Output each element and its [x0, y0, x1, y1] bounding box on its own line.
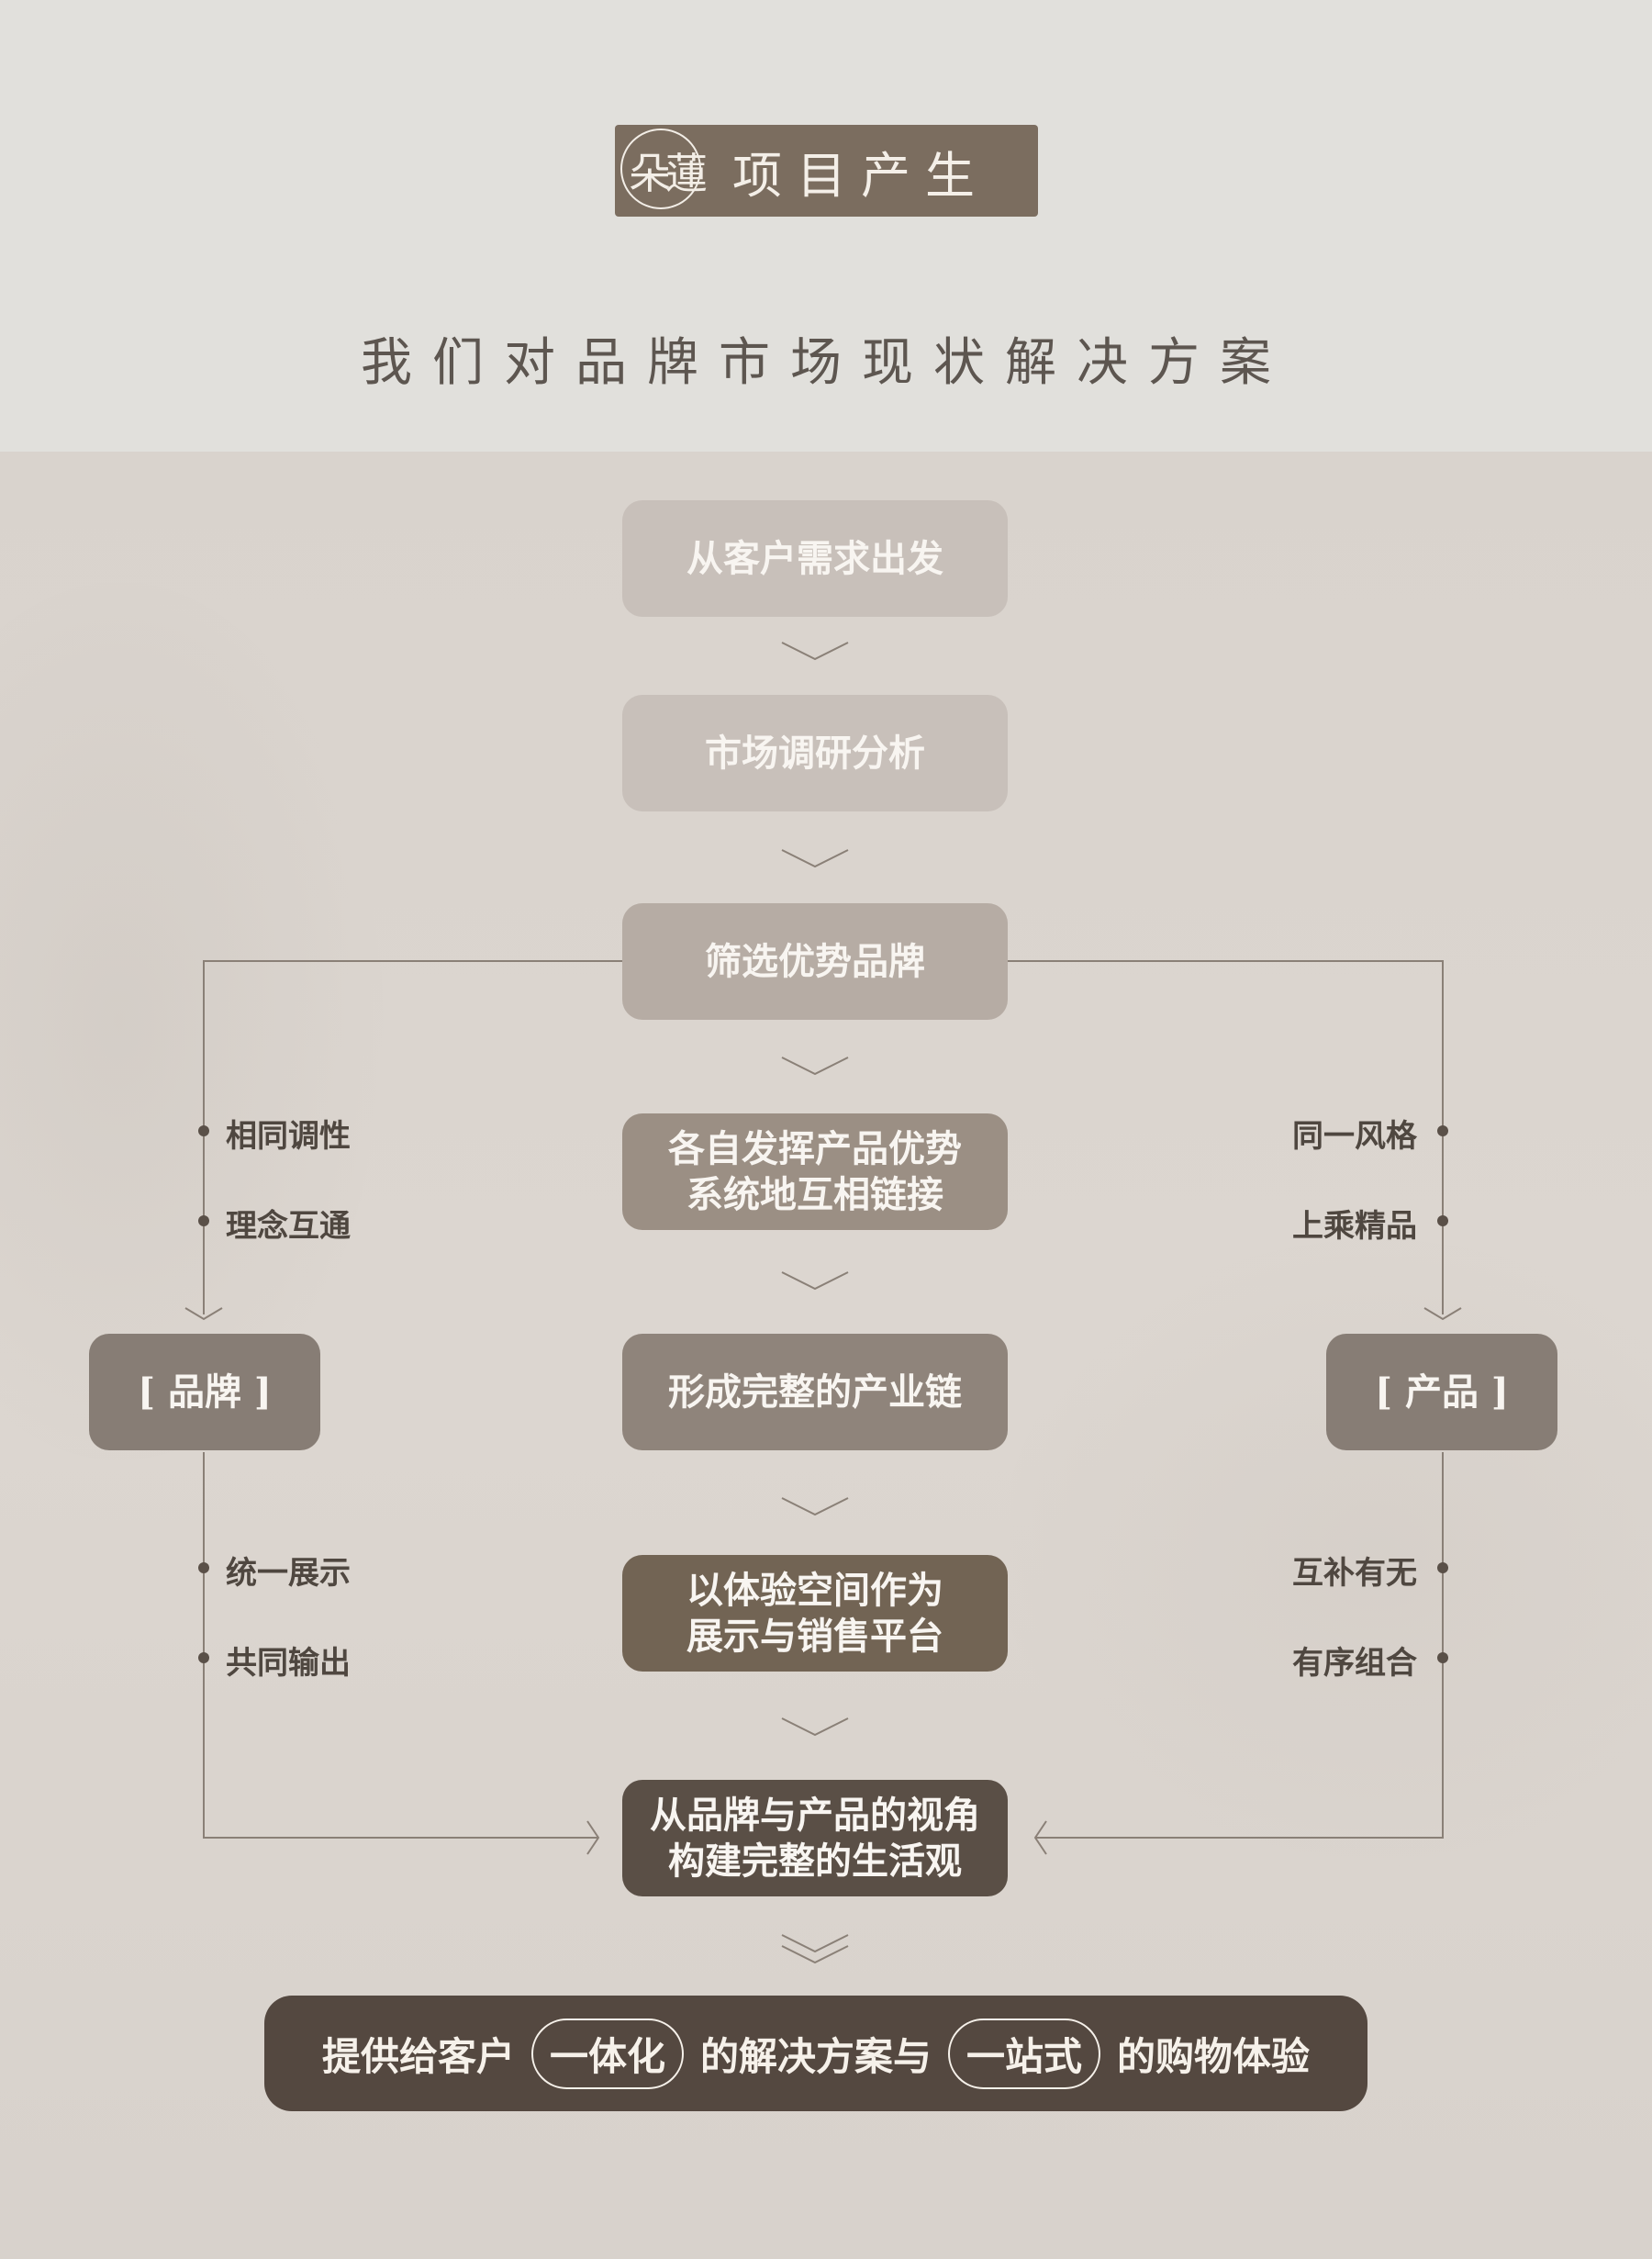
- step-link-advantages: 各自发挥产品优势 系统地互相链接: [622, 1113, 1008, 1230]
- step-label: 从客户需求出发: [686, 536, 943, 580]
- brand-node-label: [ 品牌 ]: [138, 1370, 272, 1414]
- header-area: [0, 0, 1652, 452]
- banner-prefix: 提供给客户: [321, 2033, 515, 2079]
- step-select-brands: 筛选优势品牌: [622, 903, 1008, 1020]
- product-node: [ 产品 ]: [1326, 1334, 1557, 1450]
- product-attribute-label: 有序组合: [1292, 1645, 1417, 1682]
- step-experience-space: 以体验空间作为 展示与销售平台: [622, 1555, 1008, 1672]
- product-node-label: [ 产品 ]: [1375, 1370, 1509, 1414]
- product-attribute-label: 上乘精品: [1292, 1208, 1417, 1245]
- step-market-research: 市场调研分析: [622, 695, 1008, 811]
- product-attribute-label: 互补有无: [1292, 1555, 1417, 1592]
- step-label: 形成完整的产业链: [668, 1370, 962, 1414]
- logo-seal-icon: 朵蓮: [615, 125, 716, 217]
- logo-text: 朵蓮: [629, 149, 708, 198]
- step-label: 筛选优势品牌: [705, 939, 925, 983]
- product-attribute-label: 同一风格: [1292, 1118, 1417, 1155]
- brand-attribute-label: 相同调性: [226, 1118, 351, 1155]
- title-badge: 朵蓮 项目产生: [615, 125, 1038, 217]
- bottom-summary-banner: 提供给客户 一体化 的解决方案与 一站式 的购物体验: [264, 1996, 1367, 2111]
- pill-one-stop: 一站式: [948, 2018, 1101, 2089]
- pill-integrated: 一体化: [530, 2018, 684, 2089]
- step-lifestyle-view: 从品牌与产品的视角 构建完整的生活观: [622, 1780, 1008, 1896]
- step-customer-needs: 从客户需求出发: [622, 500, 1008, 617]
- page-title: 项目产生: [732, 146, 989, 205]
- brand-attribute-label: 统一展示: [226, 1555, 351, 1592]
- brand-attribute-label: 理念互通: [226, 1208, 351, 1245]
- step-label: 各自发挥产品优势 系统地互相链接: [668, 1126, 962, 1216]
- step-label: 市场调研分析: [705, 731, 925, 775]
- brand-node: [ 品牌 ]: [89, 1334, 320, 1450]
- banner-suffix: 的购物体验: [1117, 2033, 1311, 2079]
- brand-attribute-label: 共同输出: [226, 1645, 351, 1682]
- step-label: 从品牌与产品的视角 构建完整的生活观: [650, 1793, 980, 1883]
- step-industry-chain: 形成完整的产业链: [622, 1334, 1008, 1450]
- step-label: 以体验空间作为 展示与销售平台: [686, 1568, 943, 1658]
- page-subtitle: 我们对品牌市场现状解决方案: [361, 333, 1291, 393]
- banner-middle: 的解决方案与: [699, 2033, 932, 2079]
